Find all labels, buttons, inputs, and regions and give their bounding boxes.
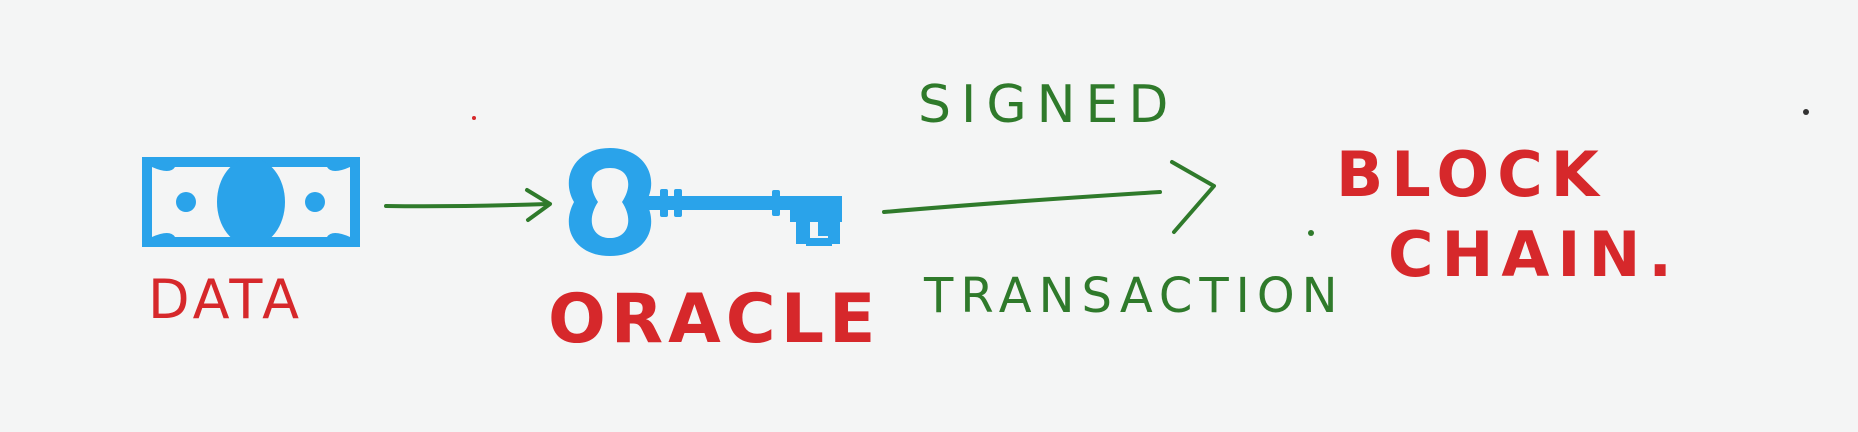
blockchain-label-line1: BLOCK bbox=[1336, 138, 1607, 211]
banknote-icon bbox=[142, 157, 360, 247]
transaction-label: TRANSACTION bbox=[923, 268, 1345, 324]
key-icon bbox=[568, 148, 842, 256]
stray-dot bbox=[1803, 109, 1809, 115]
stray-dot bbox=[1308, 230, 1314, 236]
signed-label: SIGNED bbox=[918, 75, 1178, 135]
blockchain-label-line2: CHAIN. bbox=[1388, 218, 1680, 291]
stray-dot bbox=[472, 116, 476, 120]
data-label: DATA bbox=[148, 268, 303, 331]
arrow-data-to-oracle bbox=[384, 188, 552, 222]
oracle-label: ORACLE bbox=[548, 280, 880, 359]
arrow-oracle-to-blockchain bbox=[882, 160, 1216, 234]
